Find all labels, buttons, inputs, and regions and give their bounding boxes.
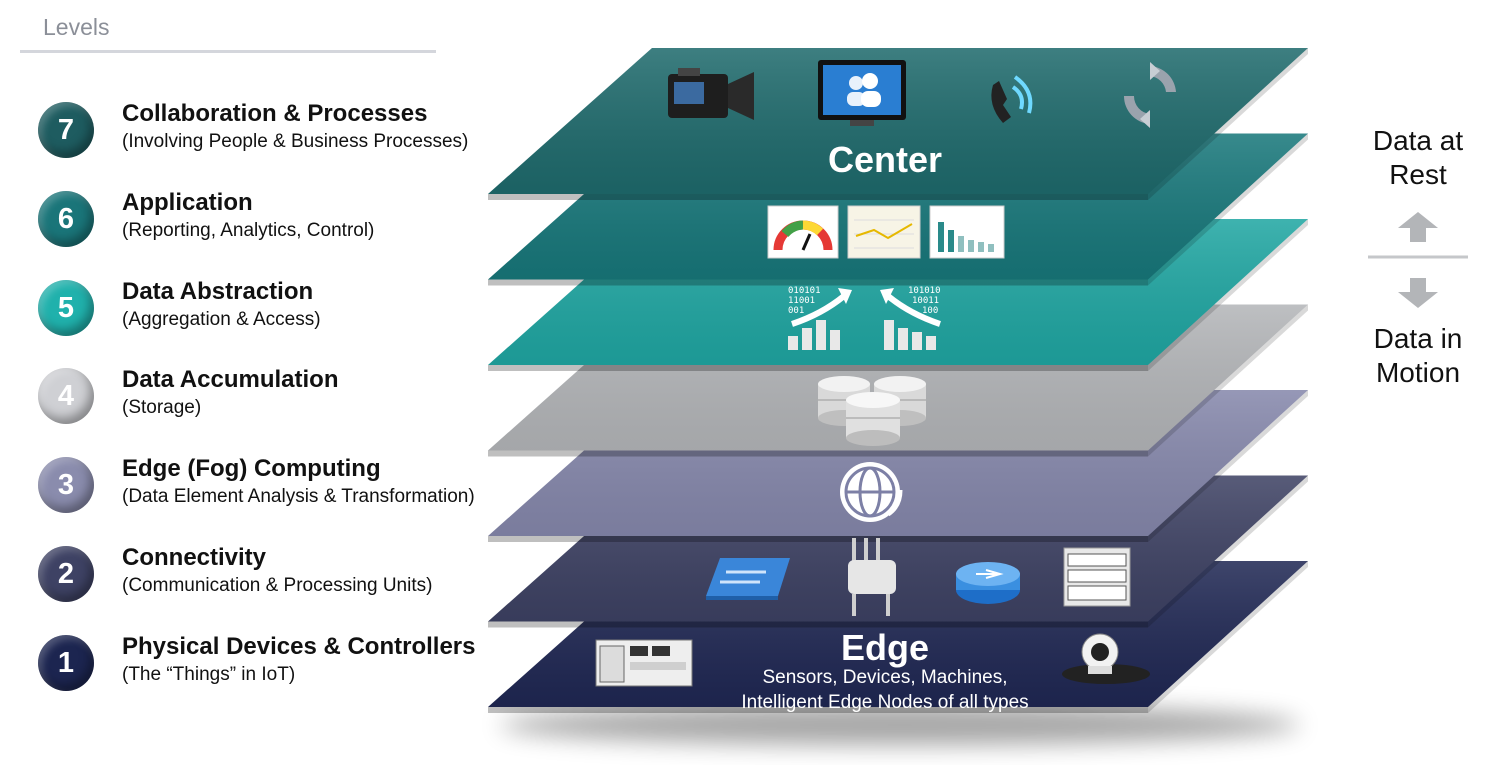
level-6-subtitle: (Reporting, Analytics, Control) (122, 220, 375, 241)
up-arrow-icon (1398, 212, 1438, 242)
phone-icon (991, 75, 1033, 123)
level-3-badge: 3 (38, 457, 94, 513)
level-6-badge: 6 (38, 191, 94, 247)
data-at-rest-label: Data at Rest (1358, 124, 1478, 192)
data-down-icon: 101010 10011 100 (880, 286, 941, 350)
level-1-title: Physical Devices & Controllers (122, 633, 476, 660)
header-divider (20, 50, 436, 53)
level-2-subtitle: (Communication & Processing Units) (122, 575, 433, 596)
level-5-subtitle: (Aggregation & Access) (122, 309, 321, 330)
data-bits-right-2: 10011 (912, 296, 939, 306)
database-icon (818, 376, 926, 446)
level-3-title: Edge (Fog) Computing (122, 455, 381, 482)
data-bits-right-1: 101010 (908, 286, 941, 296)
camera-device-icon (1062, 633, 1150, 684)
switch-icon (706, 558, 790, 600)
level-4-title: Data Accumulation (122, 366, 339, 393)
stack-shadow (500, 705, 1300, 745)
data-bits-left-3: 001 (788, 306, 804, 316)
edge-label: Edge (841, 627, 929, 668)
data-bits-right-3: 100 (922, 306, 938, 316)
access-point-icon (848, 538, 896, 616)
level-3-row: 3 Edge (Fog) Computing (Data Element Ana… (38, 455, 528, 515)
levels-header: Levels (43, 14, 110, 40)
data-in-motion-line-2: Motion (1375, 357, 1461, 388)
level-1-badge: 1 (38, 635, 94, 691)
level-7-badge: 7 (38, 102, 94, 158)
data-at-rest-line-2: Rest (1389, 159, 1447, 190)
data-up-icon: 010101 11001 001 (788, 286, 852, 350)
edge-subtitle-line-1: Sensors, Devices, Machines, (763, 667, 1008, 688)
data-bits-left-2: 11001 (788, 296, 815, 306)
level-1-row: 1 Physical Devices & Controllers (The “T… (38, 633, 528, 693)
down-arrow-icon (1398, 278, 1438, 308)
monitor-users-icon (818, 60, 906, 126)
data-at-rest-line-1: Data at (1372, 125, 1464, 156)
server-rack-icon (1063, 547, 1131, 607)
level-4-badge: 4 (38, 368, 94, 424)
level-1-subtitle: (The “Things” in IoT) (122, 664, 296, 685)
data-in-motion-line-1: Data in (1373, 323, 1463, 354)
globe-refresh-icon (840, 462, 903, 522)
level-2-title: Connectivity (122, 544, 267, 571)
level-5-badge: 5 (38, 280, 94, 336)
edge-subtitle-line-2: Intelligent Edge Nodes of all types (741, 692, 1028, 713)
level-2-row: 2 Connectivity (Communication & Processi… (38, 544, 528, 604)
level-7-row: 7 Collaboration & Processes (Involving P… (38, 100, 528, 160)
level-2-badge: 2 (38, 546, 94, 602)
data-in-motion-label: Data in Motion (1358, 322, 1478, 390)
level-5-title: Data Abstraction (122, 278, 314, 305)
level-5-row: 5 Data Abstraction (Aggregation & Access… (38, 278, 528, 338)
level-7-title: Collaboration & Processes (122, 100, 428, 127)
level-4-subtitle: (Storage) (122, 397, 202, 418)
level-6-title: Application (122, 189, 253, 216)
data-bits-left-1: 010101 (788, 286, 821, 296)
level-7-subtitle: (Involving People & Business Processes) (122, 131, 469, 152)
controller-device-icon (595, 639, 693, 687)
video-camera-icon (668, 68, 754, 120)
level-4-row: 4 Data Accumulation (Storage) (38, 366, 528, 426)
router-icon (956, 562, 1020, 604)
bar-report-icon (929, 205, 1005, 259)
gauge-icon (767, 205, 839, 259)
level-6-row: 6 Application (Reporting, Analytics, Con… (38, 189, 528, 249)
level-3-subtitle: (Data Element Analysis & Transformation) (122, 486, 475, 507)
center-label: Center (828, 139, 942, 180)
sync-icon (1123, 62, 1176, 128)
chart-report-icon (847, 205, 921, 259)
